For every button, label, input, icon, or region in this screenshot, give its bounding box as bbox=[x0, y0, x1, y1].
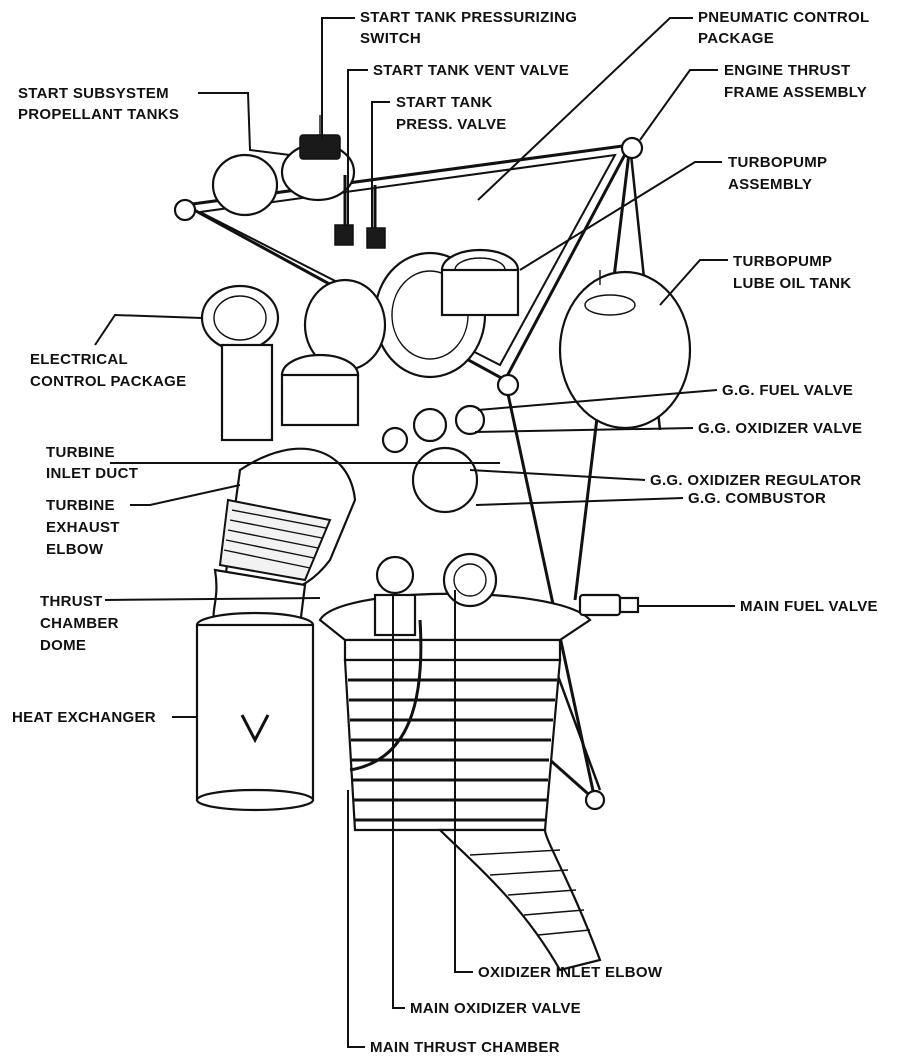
label-electrical-control-package: ELECTRICAL CONTROL PACKAGE bbox=[30, 351, 186, 390]
label-line: PROPELLANT TANKS bbox=[18, 106, 179, 123]
label-line: EXHAUST bbox=[46, 519, 120, 536]
label-main-oxidizer-valve: MAIN OXIDIZER VALVE bbox=[410, 1000, 581, 1017]
label-line: START SUBSYSTEM bbox=[18, 85, 169, 102]
label-line: LUBE OIL TANK bbox=[733, 275, 851, 292]
label-line: ASSEMBLY bbox=[728, 176, 812, 193]
electrical-control-package-shape bbox=[200, 284, 280, 442]
label-line: FRAME ASSEMBLY bbox=[724, 84, 867, 101]
label-turbopump-lube-oil-tank: TURBOPUMP LUBE OIL TANK bbox=[733, 253, 851, 292]
label-main-thrust-chamber: MAIN THRUST CHAMBER bbox=[370, 1039, 560, 1056]
label-line: CHAMBER bbox=[40, 615, 119, 632]
label-line: G.G. OXIDIZER REGULATOR bbox=[650, 472, 861, 489]
label-pneumatic-control-package: PNEUMATIC CONTROL PACKAGE bbox=[698, 9, 874, 47]
label-gg-combustor: G.G. COMBUSTOR bbox=[688, 490, 826, 507]
label-line: ENGINE THRUST bbox=[724, 62, 850, 79]
label-line: TURBOPUMP bbox=[733, 253, 832, 270]
label-line: G.G. OXIDIZER VALVE bbox=[698, 420, 862, 437]
leader-lines bbox=[94, 17, 735, 1048]
label-oxidizer-inlet-elbow: OXIDIZER INLET ELBOW bbox=[478, 964, 663, 981]
label-line: PNEUMATIC CONTROL bbox=[698, 9, 869, 26]
lube-oil-tank bbox=[558, 270, 692, 430]
turbopump bbox=[280, 248, 520, 427]
label-gg-oxidizer-valve: G.G. OXIDIZER VALVE bbox=[698, 420, 862, 437]
label-line: THRUST bbox=[40, 593, 103, 610]
thrust-chamber bbox=[318, 592, 602, 972]
label-line: START TANK bbox=[396, 94, 493, 111]
label-line: CONTROL PACKAGE bbox=[30, 373, 186, 390]
start-tank-valves bbox=[334, 175, 386, 249]
label-line: TURBOPUMP bbox=[728, 154, 827, 171]
label-turbine-inlet-duct: TURBINE INLET DUCT bbox=[46, 444, 138, 482]
label-line: DOME bbox=[40, 637, 86, 654]
label-heat-exchanger: HEAT EXCHANGER bbox=[12, 709, 156, 726]
label-line: MAIN OXIDIZER VALVE bbox=[410, 1000, 581, 1017]
label-start-subsystem-propellant-tanks: START SUBSYSTEM PROPELLANT TANKS bbox=[18, 85, 179, 123]
label-line: TURBINE bbox=[46, 497, 115, 514]
oxidizer-valves bbox=[349, 552, 498, 772]
label-line: ELECTRICAL bbox=[30, 351, 128, 368]
label-main-fuel-valve: MAIN FUEL VALVE bbox=[740, 598, 878, 615]
label-thrust-chamber-dome: THRUST CHAMBER DOME bbox=[40, 593, 123, 654]
label-line: PRESS. VALVE bbox=[396, 116, 507, 133]
label-line: START TANK VENT VALVE bbox=[373, 62, 569, 79]
label-start-tank-vent-valve: START TANK VENT VALVE bbox=[373, 62, 569, 79]
label-turbine-exhaust-elbow: TURBINE EXHAUST ELBOW bbox=[46, 497, 124, 558]
label-line: G.G. COMBUSTOR bbox=[688, 490, 826, 507]
label-line: MAIN FUEL VALVE bbox=[740, 598, 878, 615]
label-line: MAIN THRUST CHAMBER bbox=[370, 1039, 560, 1056]
label-line: G.G. FUEL VALVE bbox=[722, 382, 853, 399]
label-turbopump-assembly: TURBOPUMP ASSEMBLY bbox=[728, 154, 832, 193]
label-start-tank-press-valve: START TANK PRESS. VALVE bbox=[396, 94, 507, 133]
start-tanks bbox=[211, 115, 356, 217]
label-engine-thrust-frame-assembly: ENGINE THRUST FRAME ASSEMBLY bbox=[724, 62, 867, 101]
label-line: OXIDIZER INLET ELBOW bbox=[478, 964, 663, 981]
label-gg-oxidizer-regulator: G.G. OXIDIZER REGULATOR bbox=[650, 472, 861, 489]
heat-exchanger-shape bbox=[195, 611, 315, 812]
component-labels: START TANK PRESSURIZING SWITCH PNEUMATIC… bbox=[12, 9, 878, 1056]
label-line: PACKAGE bbox=[698, 30, 774, 47]
label-line: INLET DUCT bbox=[46, 465, 138, 482]
label-start-tank-pressurizing-switch: START TANK PRESSURIZING SWITCH bbox=[360, 9, 582, 47]
label-line: TURBINE bbox=[46, 444, 115, 461]
gas-generator bbox=[381, 404, 486, 514]
turbine-exhaust-elbow-shape bbox=[212, 447, 357, 627]
label-line: ELBOW bbox=[46, 541, 104, 558]
label-line: SWITCH bbox=[360, 30, 421, 47]
main-fuel-valve-shape bbox=[578, 593, 640, 617]
label-gg-fuel-valve: G.G. FUEL VALVE bbox=[722, 382, 853, 399]
label-line: START TANK PRESSURIZING bbox=[360, 9, 577, 26]
engine-illustration bbox=[173, 115, 692, 972]
label-line: HEAT EXCHANGER bbox=[12, 709, 156, 726]
